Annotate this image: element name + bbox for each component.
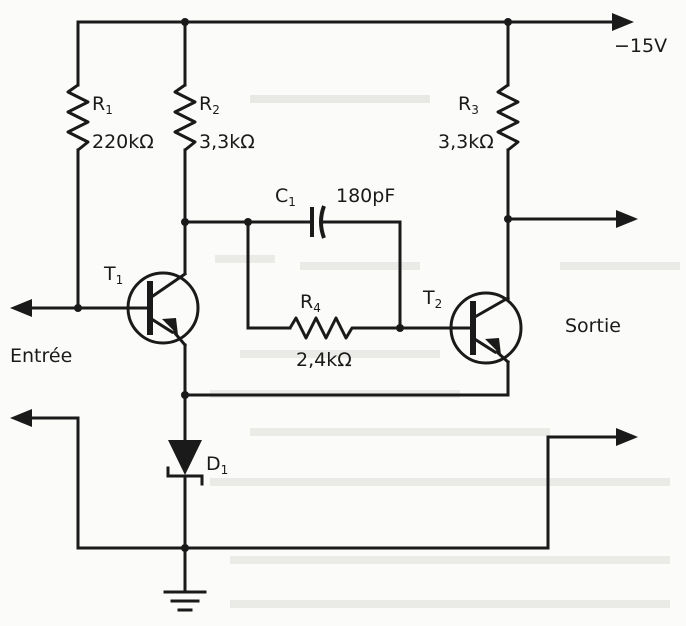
r2-value: 3,3kΩ [199, 131, 255, 153]
zener-diode-d1 [166, 440, 204, 550]
r3-value: 3,3kΩ [438, 131, 494, 153]
capacitor-c1 [310, 205, 326, 239]
t2-designator: T2 [422, 287, 442, 311]
resistor-r2 [173, 20, 197, 274]
output-label: Sortie [565, 315, 621, 337]
output-line [506, 210, 638, 228]
supply-voltage-label: −15V [614, 35, 667, 57]
input-line [10, 299, 80, 317]
resistor-r1 [66, 20, 90, 310]
lower-output-line [546, 428, 638, 550]
resistor-r3 [496, 20, 520, 302]
coupling-network [183, 218, 457, 332]
transistor-t2 [449, 291, 523, 397]
supply-rail [76, 13, 634, 31]
t1-designator: T1 [103, 263, 123, 287]
emitter-bus [181, 391, 510, 442]
transistor-t1 [74, 271, 200, 397]
resistor-r4 [288, 316, 357, 340]
lower-input-line [10, 409, 80, 550]
r1-designator: R1 [92, 93, 113, 117]
ground-icon [163, 590, 207, 612]
c1-designator: C1 [275, 185, 296, 209]
r4-designator: R4 [300, 291, 321, 315]
background-page-text [210, 95, 680, 608]
r4-value: 2,4kΩ [296, 349, 352, 371]
input-label: Entrée [10, 345, 72, 367]
ground-bus [76, 544, 550, 592]
r2-designator: R2 [199, 93, 220, 117]
c1-value: 180pF [336, 185, 395, 207]
d1-designator: D1 [206, 453, 228, 477]
r1-value: 220kΩ [92, 131, 154, 153]
r3-designator: R3 [458, 93, 479, 117]
